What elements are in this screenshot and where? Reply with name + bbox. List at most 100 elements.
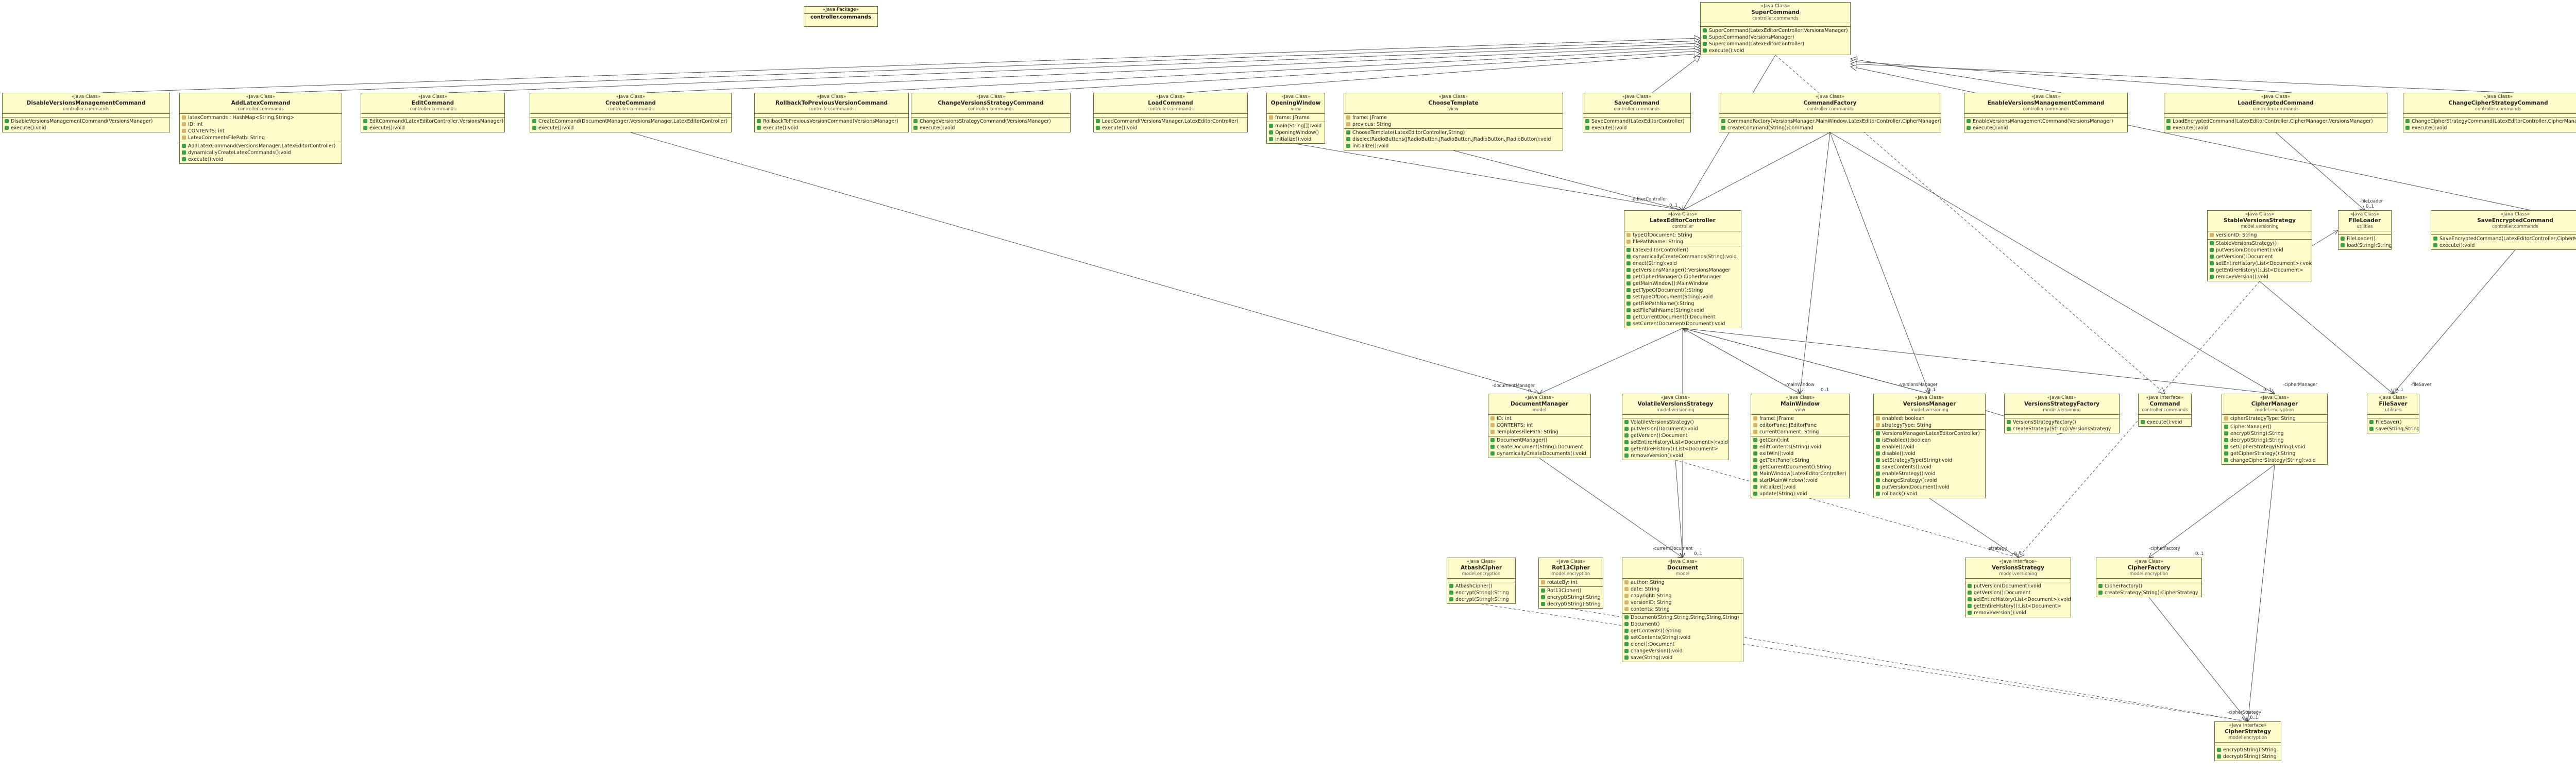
class-attribute[interactable]: frame: JFrame	[1267, 114, 1325, 121]
class-operation[interactable]: SaveEncryptedCommand(LatexEditorControll…	[2431, 235, 2576, 242]
class-operation[interactable]: dynamicallyCreateCommands(String):void	[1624, 254, 1741, 260]
relation-assoc-create-to-documentmanager[interactable]	[630, 132, 1539, 394]
class-operation[interactable]: execute():void	[1701, 47, 1850, 54]
class-operation[interactable]: AtbashCipher()	[1447, 583, 1515, 590]
relation-inherit-loadencrypted-to-supercommand[interactable]	[1851, 61, 2292, 93]
relation-assoc-loadencrypted-to-fileloader[interactable]	[2275, 132, 2365, 210]
class-operation[interactable]: save(String,String):void	[2367, 426, 2419, 432]
class-attribute[interactable]: TemplatesFilePath: String	[1488, 429, 1590, 435]
class-attribute[interactable]: currentComment: String	[1751, 429, 1849, 435]
class-operation[interactable]: RollbackToPreviousVersionCommand(Version…	[755, 118, 908, 125]
class-operation[interactable]: changeCipherStrategy(String):void	[2222, 457, 2327, 464]
class-operation[interactable]: setStrategyType(String):void	[1874, 457, 1985, 464]
relation-assoc-mainwindow-to-latexeditorcontroller[interactable]	[1683, 328, 1801, 394]
relation-assoc-documentmanager-to-document[interactable]	[1539, 458, 1683, 558]
class-operation[interactable]: execute():void	[361, 125, 504, 131]
class-operation[interactable]: Document()	[1622, 621, 1743, 628]
relation-assoc-ciphermanager-to-cipherfactory[interactable]	[2149, 464, 2275, 558]
class-operation[interactable]: CreateCommand(DocumentManager,VersionsMa…	[530, 118, 731, 125]
class-operation[interactable]: setCurrentDocument(Document):void	[1624, 321, 1741, 327]
class-operation[interactable]: SuperCommand(LatexEditorController,Versi…	[1701, 27, 1850, 34]
class-operation[interactable]: save(String):void	[1622, 654, 1743, 661]
relation-realize-volatileversionsstrategy-to-versionsstrategy[interactable]	[1675, 460, 2018, 558]
class-operation[interactable]: execute():void	[1964, 125, 2127, 131]
class-operation[interactable]: main(String[]):void	[1267, 123, 1325, 129]
class-operation[interactable]: setContents(String):void	[1622, 634, 1743, 641]
relation-assoc-stableversionsstrategy-to-fileloader[interactable]	[2312, 230, 2338, 246]
class-operation[interactable]: CipherFactory()	[2096, 583, 2201, 590]
class-operation[interactable]: createStrategy(String):CipherStrategy	[2096, 590, 2201, 596]
class-operation[interactable]: changeStrategy():void	[1874, 477, 1985, 484]
class-box-rollback[interactable]: «Java Class»RollbackToPreviousVersionCom…	[754, 93, 909, 132]
class-attribute[interactable]: cipherStrategyType: String	[2222, 415, 2327, 422]
class-operation[interactable]: putVersion(Document):void	[1874, 484, 1985, 491]
class-operation[interactable]: getContents():String	[1622, 628, 1743, 634]
class-operation[interactable]: AddLatexCommand(VersionsManager,LatexEdi…	[180, 143, 342, 149]
class-operation[interactable]: createStrategy(String):VersionsStrategy	[2005, 426, 2119, 432]
class-operation[interactable]: decrypt(String):String	[1447, 596, 1515, 603]
class-operation[interactable]: dynamicallyCreateDocuments():void	[1488, 450, 1590, 457]
relation-inherit-edit-to-supercommand[interactable]	[448, 43, 1700, 93]
class-operation[interactable]: editContents(String):void	[1751, 444, 1849, 450]
class-attribute[interactable]: LatexCommentsFilePath: String	[180, 134, 342, 141]
relation-inherit-addlatex-to-supercommand[interactable]	[276, 41, 1700, 93]
class-operation[interactable]: enable():void	[1874, 444, 1985, 450]
class-operation[interactable]: removeVersion():void	[1622, 452, 1728, 459]
relation-realize-stableversionsstrategy-to-versionsstrategy[interactable]	[2018, 281, 2260, 558]
class-operation[interactable]: CipherManager()	[2222, 424, 2327, 430]
class-operation[interactable]: setFilePathName(String):void	[1624, 307, 1741, 314]
class-operation[interactable]: ChangeVersionsStrategyCommand(VersionsMa…	[911, 118, 1070, 125]
class-attribute[interactable]: copyright: String	[1622, 593, 1743, 599]
class-operation[interactable]: encrypt(String):String	[2215, 747, 2281, 753]
class-operation[interactable]: Rot13Cipher()	[1539, 587, 1603, 594]
class-operation[interactable]: ChooseTemplate(LatexEditorController,Str…	[1344, 129, 1563, 136]
class-operation[interactable]: isEnabled():boolean	[1874, 437, 1985, 444]
relation-inherit-changeversionsstrategy-to-supercommand[interactable]	[1006, 51, 1700, 93]
class-attribute[interactable]: strategyType: String	[1874, 422, 1985, 429]
class-operation[interactable]: getMainWindow():MainWindow	[1624, 280, 1741, 287]
class-operation[interactable]: initialize():void	[1267, 136, 1325, 143]
class-operation[interactable]: VersionsManager(LatexEditorController)	[1874, 430, 1985, 437]
class-operation[interactable]: DisableVersionsManagementCommand(Version…	[3, 118, 170, 125]
class-operation[interactable]: putVersion(Document):void	[2208, 247, 2312, 254]
class-operation[interactable]: enableStrategy():void	[1874, 470, 1985, 477]
class-operation[interactable]: FileLoader()	[2338, 235, 2391, 242]
class-operation[interactable]: Document(String,String,String,String,Str…	[1622, 614, 1743, 621]
class-operation[interactable]: VersionsStrategyFactory()	[2005, 419, 2119, 426]
relation-assoc-supercommand-to-latexeditorcontroller[interactable]	[1683, 55, 1776, 210]
class-attribute[interactable]: CONTENTS: int	[180, 128, 342, 134]
class-operation[interactable]: saveContents():void	[1874, 464, 1985, 470]
class-operation[interactable]: ChangeCipherStrategyCommand(LatexEditorC…	[2403, 118, 2576, 125]
class-operation[interactable]: decrypt(String):String	[2215, 753, 2281, 760]
class-operation[interactable]: exitWin():void	[1751, 450, 1849, 457]
class-operation[interactable]: initialize():void	[1344, 143, 1563, 149]
class-operation[interactable]: execute():void	[2403, 125, 2576, 131]
class-operation[interactable]: getCipherStrategy():String	[2222, 450, 2327, 457]
relation-inherit-saveencrypted-to-supercommand[interactable]	[1851, 66, 2531, 211]
relation-inherit-create-to-supercommand[interactable]	[646, 46, 1700, 93]
class-operation[interactable]: MainWindow(LatexEditorController)	[1751, 470, 1849, 477]
class-box-disableversions[interactable]: «Java Class»DisableVersionsManagementCom…	[2, 93, 170, 132]
class-operation[interactable]: createCommand(String):Command	[1719, 125, 1941, 131]
relation-assoc-commandfactory-to-ciphermanager[interactable]	[1829, 132, 2275, 394]
relation-assoc-choosetemplate-to-latexeditorcontroller[interactable]	[1453, 150, 1683, 210]
class-operation[interactable]: SaveCommand(LatexEditorController)	[1583, 118, 1690, 125]
relation-assoc-commandfactory-to-mainwindow[interactable]	[1800, 132, 1831, 394]
class-operation[interactable]: getCurrentDocument():Document	[1624, 314, 1741, 321]
relation-inherit-enableversions-to-supercommand[interactable]	[1851, 59, 2062, 93]
class-operation[interactable]: getFilePathName():String	[1624, 300, 1741, 307]
relation-assoc-latexeditorcontroller-to-documentmanager[interactable]	[1539, 328, 1683, 394]
class-attribute[interactable]: date: String	[1622, 586, 1743, 593]
